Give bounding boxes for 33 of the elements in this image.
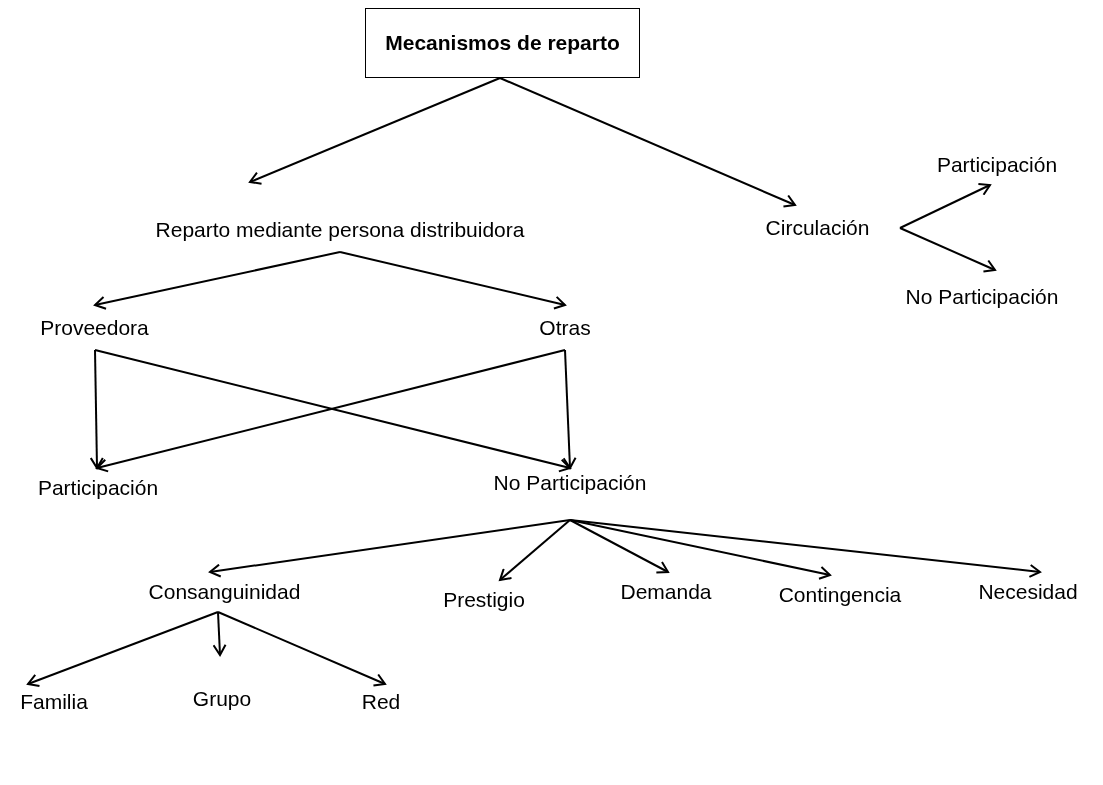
arrow [94,251,341,310]
node-label: Necesidad [958,572,1098,612]
arrow [249,77,501,185]
node-label: Prestigio [425,580,543,620]
node-label: Contingencia [752,575,928,615]
node-label: Proveedora [12,305,177,350]
arrow [899,182,991,229]
node-label: Participación [8,468,188,508]
arrow [209,519,571,578]
arrow [562,349,577,469]
node-label: Grupo [172,655,272,717]
arrow [339,251,566,310]
arrow [569,519,831,580]
title-box: Mecanismos de reparto [365,8,640,78]
node-label: Otras [520,305,610,350]
arrow [499,519,571,581]
arrow [217,611,386,687]
arrow [89,349,104,469]
node-label: No Participación [872,270,1092,315]
node-label: Participación [912,145,1082,185]
node-label: Demanda [600,572,732,612]
arrow [499,77,796,208]
arrow [569,519,669,574]
node-label: Reparto mediante persona distribuidora [150,182,530,252]
arrow [212,611,227,656]
arrow [899,227,996,273]
arrow [27,611,219,688]
node-label: Consanguinidad [112,572,337,612]
node-label: Familia [2,684,106,720]
node-label: Circulación [735,205,900,250]
node-label: Red [350,684,412,720]
arrow [569,519,1041,578]
node-label: No Participación [455,468,685,520]
